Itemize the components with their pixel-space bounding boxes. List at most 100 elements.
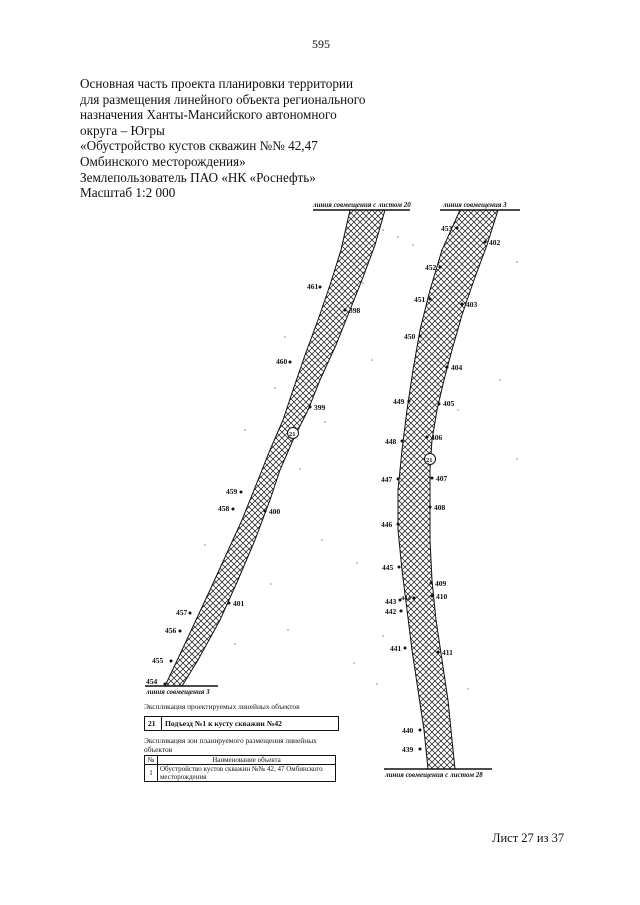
svg-text:456: 456 — [165, 626, 177, 635]
left-point-455: 455 — [152, 656, 173, 665]
right-point-449: 449 — [393, 397, 411, 406]
svg-text:451: 451 — [414, 295, 426, 304]
right-point-404: 404 — [445, 363, 463, 372]
right-point-411: 411 — [436, 648, 453, 657]
title-line: Землепользователь ПАО «НК «Роснефть» — [80, 169, 316, 185]
right-point-444: 444 — [401, 595, 416, 602]
right-point-405: 405 — [437, 399, 455, 408]
right-point-410: 410 — [430, 592, 448, 601]
title-line: округа – Югры — [80, 122, 165, 138]
survey-specks — [204, 229, 518, 690]
left-point-456: 456 — [165, 626, 182, 635]
left-point-457: 457 — [176, 608, 192, 617]
title-line: «Обустройство кустов скважин №№ 42,47 — [80, 138, 318, 154]
left-point-400: 400 — [263, 507, 281, 516]
svg-text:411: 411 — [442, 648, 453, 657]
table-row: 1 Обустройство кустов скважин №№ 42, 47 … — [144, 764, 336, 782]
svg-text:403: 403 — [466, 300, 478, 309]
scale-label: Масштаб 1:2 000 — [80, 185, 176, 201]
svg-text:410: 410 — [436, 592, 448, 601]
left-point-461: 461 — [307, 282, 322, 291]
svg-text:405: 405 — [443, 399, 455, 408]
svg-text:457: 457 — [176, 608, 188, 617]
svg-text:458: 458 — [218, 504, 230, 513]
svg-text:441: 441 — [390, 644, 402, 653]
table-cell-number: 1 — [144, 764, 158, 782]
svg-text:444: 444 — [401, 595, 412, 602]
table-header-number: № — [144, 755, 158, 765]
right-point-447: 447 — [381, 475, 400, 484]
title-line: для размещения линейного объекта региона… — [80, 91, 366, 107]
right-point-452: 452 — [425, 263, 442, 272]
table-row: 21 Подъезд №1 к кусту скважин №42 — [144, 716, 339, 731]
left-point-454: 454 — [146, 677, 167, 686]
right-point-445: 445 — [382, 563, 401, 572]
right-point-402: 402 — [483, 238, 501, 247]
svg-text:398: 398 — [349, 306, 361, 315]
svg-text:408: 408 — [434, 503, 446, 512]
svg-text:404: 404 — [451, 363, 463, 372]
right-point-453: 453 — [441, 224, 459, 233]
title-line: Основная часть проекта планировки террит… — [80, 76, 354, 91]
table-cell-name: Подъезд №1 к кусту скважин №42 — [161, 716, 339, 731]
table-cell-number: 21 — [144, 716, 162, 731]
left-point-399: 399 — [308, 403, 326, 412]
right-point-451: 451 — [414, 295, 432, 304]
right-point-403: 403 — [460, 300, 478, 309]
svg-text:447: 447 — [381, 475, 393, 484]
svg-text:401: 401 — [233, 599, 245, 608]
svg-text:442: 442 — [385, 607, 397, 616]
match-line-label: линия совмещения с листом 20 — [312, 201, 411, 209]
left-point-401: 401 — [227, 599, 245, 608]
right-point-439: 439 — [402, 745, 422, 754]
right-point-409: 409 — [429, 579, 447, 588]
table-header-name: Наименование объекта — [157, 755, 336, 765]
right-point-407: 407 — [430, 474, 448, 483]
left-point-398: 398 — [343, 306, 361, 315]
right-point-448: 448 — [385, 437, 404, 446]
svg-text:443: 443 — [385, 597, 397, 606]
right-point-443: 443 — [385, 597, 402, 606]
left-point-460: 460 — [276, 357, 292, 366]
svg-text:440: 440 — [402, 726, 414, 735]
svg-text:450: 450 — [404, 332, 416, 341]
match-line-label: линия совмещения 3 — [442, 201, 507, 209]
svg-text:459: 459 — [226, 487, 238, 496]
svg-text:407: 407 — [436, 474, 448, 483]
right-point-446: 446 — [381, 520, 400, 529]
table-header-row: № Наименование объекта — [144, 755, 336, 765]
svg-text:460: 460 — [276, 357, 288, 366]
zone-table: № Наименование объекта 1 Обустройство ку… — [144, 755, 336, 782]
legend: Экспликация проектируемых линейных объек… — [144, 702, 344, 782]
right-corridor-zone — [397, 209, 499, 770]
document-title: Основная часть проекта планировки террит… — [80, 76, 380, 201]
svg-text:448: 448 — [385, 437, 397, 446]
left-point-458: 458 — [218, 504, 235, 513]
right-point-408: 408 — [428, 503, 446, 512]
left-corridor-zone — [164, 209, 386, 687]
svg-text:439: 439 — [402, 745, 414, 754]
title-line: Омбинского месторождения» — [80, 153, 246, 169]
table-cell-name: Обустройство кустов скважин №№ 42, 47 Ом… — [157, 764, 336, 782]
sheet-number: Лист 27 из 37 — [492, 831, 565, 845]
svg-text:400: 400 — [269, 507, 281, 516]
svg-text:446: 446 — [381, 520, 393, 529]
svg-text:461: 461 — [307, 282, 319, 291]
corridor-marker-label: 21 — [426, 457, 433, 464]
svg-text:445: 445 — [382, 563, 394, 572]
svg-text:455: 455 — [152, 656, 164, 665]
corridor-marker-circle — [287, 427, 299, 439]
projected-objects-table: 21 Подъезд №1 к кусту скважин №42 — [144, 716, 339, 731]
svg-text:399: 399 — [314, 403, 326, 412]
match-line-label: линия совмещения 3 — [145, 688, 210, 696]
right-point-450: 450 — [404, 332, 422, 341]
right-point-442: 442 — [385, 607, 403, 616]
title-line: назначения Ханты-Мансийского автономного — [80, 107, 337, 123]
right-point-406: 406 — [425, 433, 443, 442]
right-point-441: 441 — [390, 644, 407, 653]
page-number: 595 — [312, 37, 330, 51]
left-point-459: 459 — [226, 487, 243, 496]
svg-text:402: 402 — [489, 238, 501, 247]
right-point-440: 440 — [402, 726, 422, 735]
